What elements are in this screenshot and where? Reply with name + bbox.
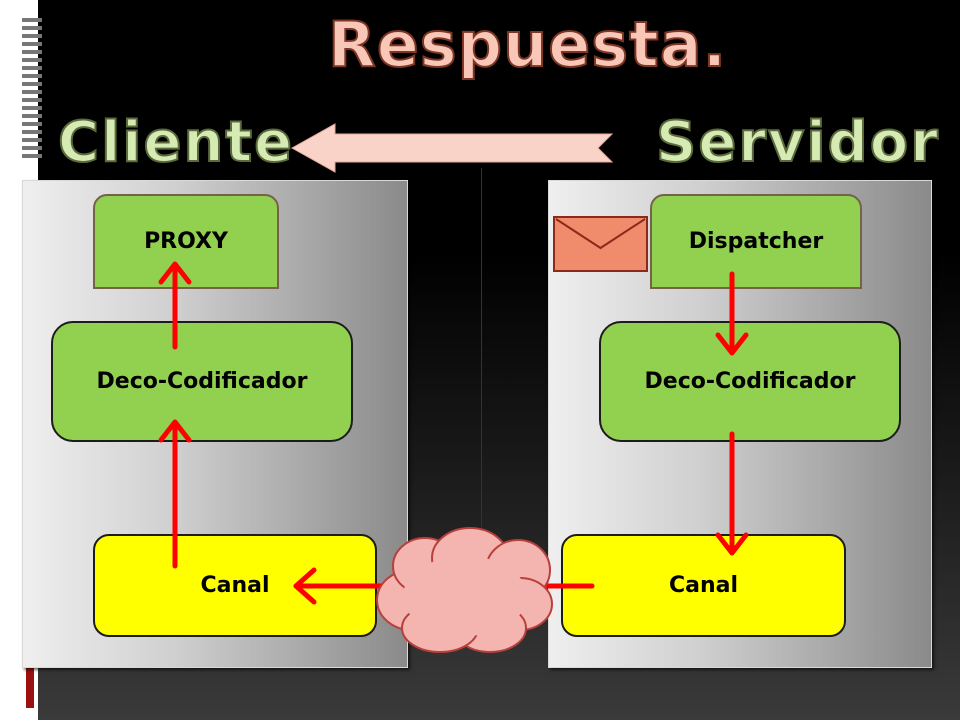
envelope-icon bbox=[553, 216, 648, 272]
proxy-box: PROXY bbox=[93, 194, 279, 289]
slide-title: Respuesta. bbox=[327, 7, 728, 82]
codec-to-proxy-arrow bbox=[158, 261, 192, 350]
decorative-lines bbox=[22, 18, 42, 168]
server-codec-box: Deco-Codificador bbox=[599, 321, 901, 442]
canal-to-codec-arrow bbox=[158, 419, 192, 569]
network-divider bbox=[481, 168, 482, 550]
codec-to-canal-arrow bbox=[715, 431, 749, 556]
client-codec-box: Deco-Codificador bbox=[51, 321, 353, 442]
cloud-to-canal-arrow bbox=[293, 567, 395, 605]
left-arrow-icon bbox=[290, 123, 614, 173]
client-heading: Cliente bbox=[57, 109, 295, 176]
dispatcher-to-codec-arrow bbox=[715, 271, 749, 356]
server-channel-box: Canal bbox=[561, 534, 846, 637]
dispatcher-box: Dispatcher bbox=[650, 194, 862, 289]
server-heading: Servidor bbox=[655, 109, 940, 176]
cloud-icon bbox=[376, 527, 553, 653]
corner-accent bbox=[26, 668, 34, 708]
